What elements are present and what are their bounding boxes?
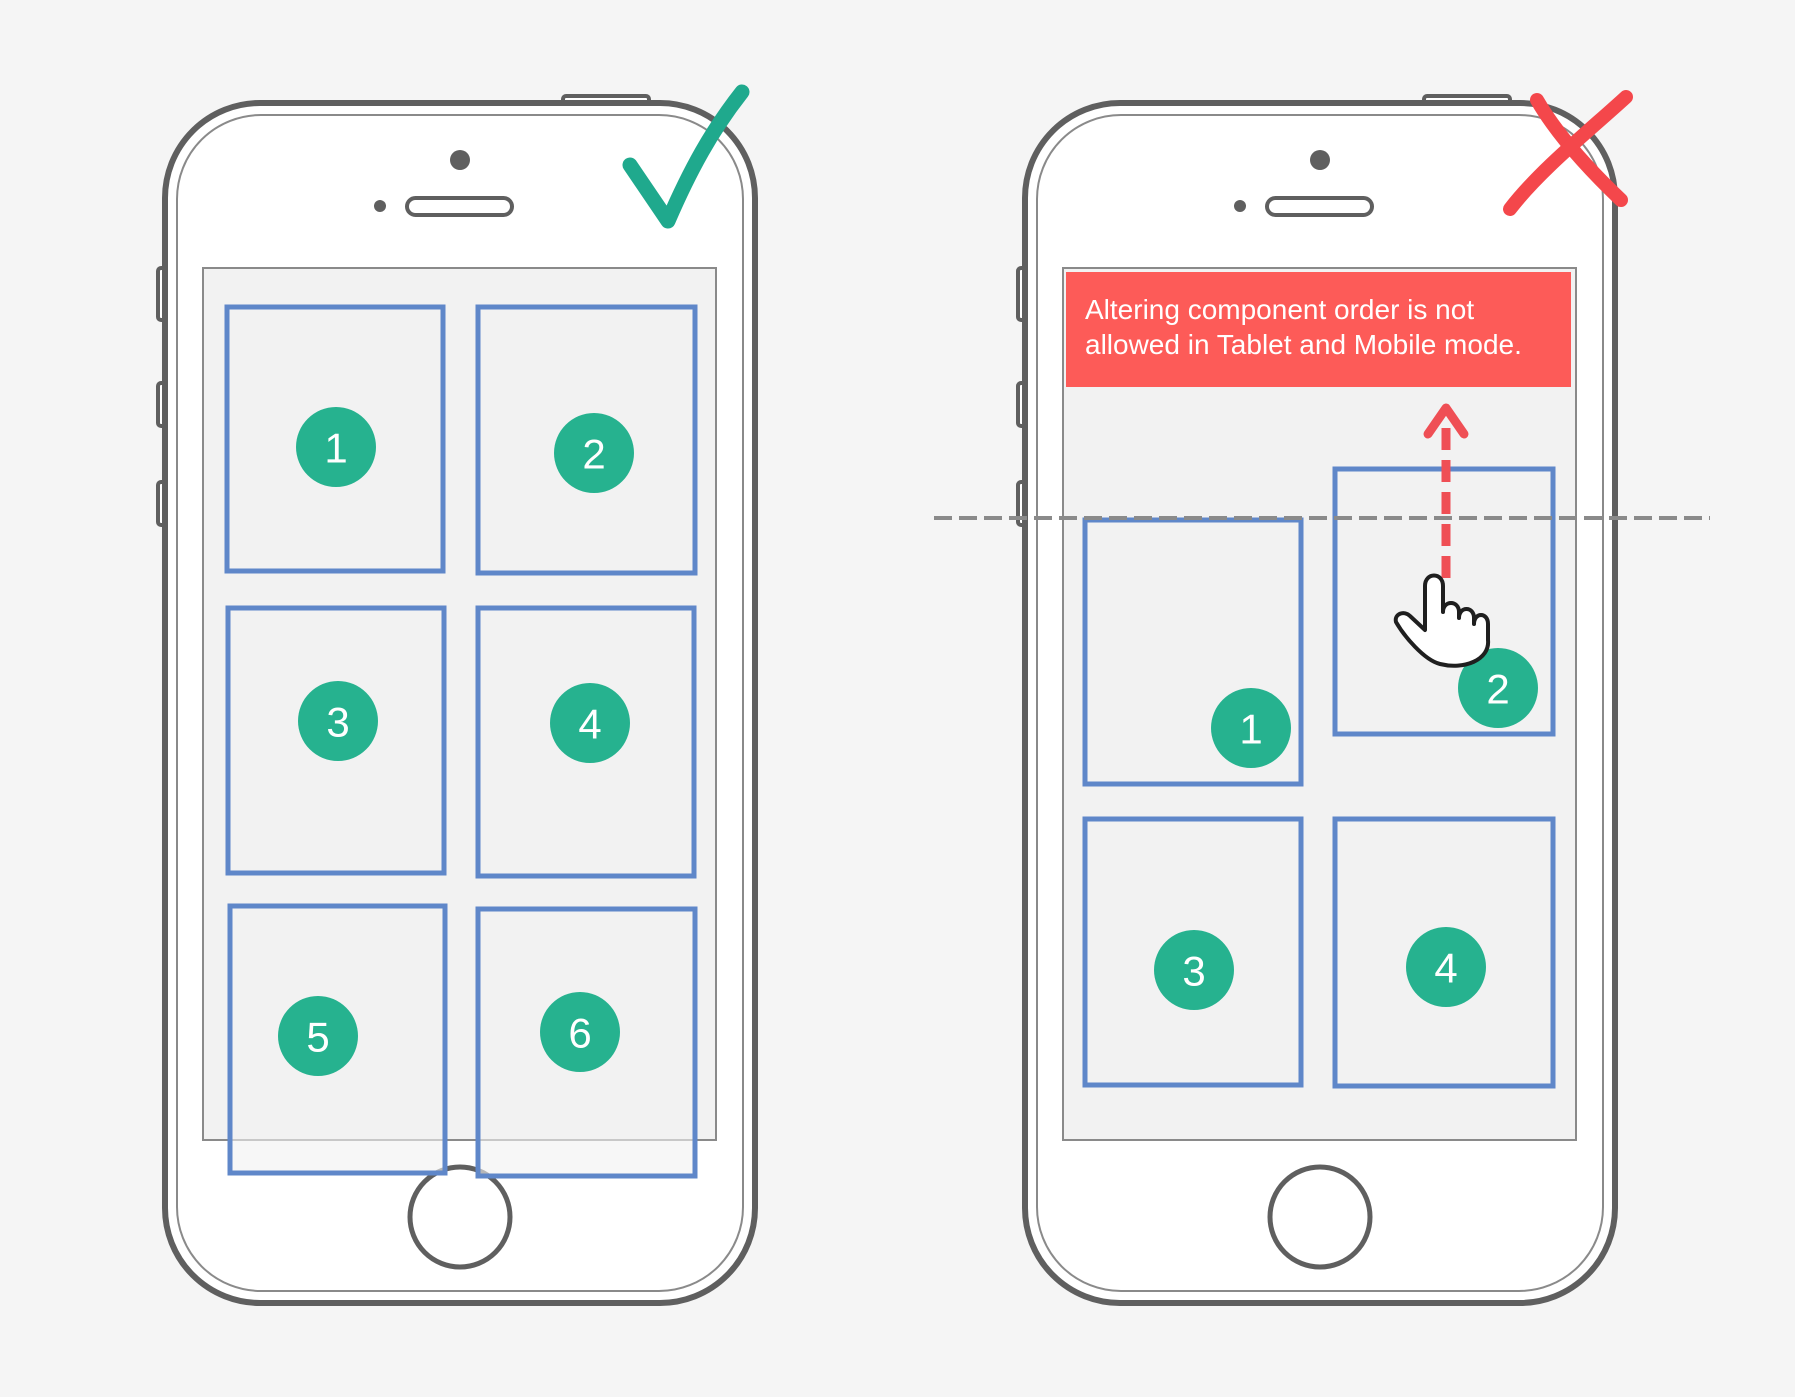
left-component-grid: 1 2 3 4 5 6	[224, 304, 698, 1179]
right-component-number-1: 1	[1239, 706, 1262, 753]
cross-mark-stroke-1	[1530, 93, 1628, 207]
right-component-badge-3	[1154, 930, 1234, 1010]
left-component-badge-3	[298, 681, 378, 761]
right-component-number-3: 3	[1182, 948, 1205, 995]
warning-text-line-1: Altering component order is not	[1085, 294, 1475, 325]
left-component-badge-1	[296, 407, 376, 487]
left-component-badge-2	[554, 413, 634, 493]
right-component-badge-4	[1406, 927, 1486, 1007]
right-component-grid: 1 2 3 4	[1082, 466, 1556, 1089]
right-component-badge-1	[1211, 688, 1291, 768]
left-component-number-2: 2	[582, 431, 605, 478]
left-phone-sensor	[374, 200, 386, 212]
warning-text-line-2: allowed in Tablet and Mobile mode.	[1085, 329, 1522, 360]
right-phone-sensor	[1234, 200, 1246, 212]
drag-direction-arrow	[1423, 403, 1469, 578]
left-phone-home-button[interactable]	[407, 1164, 513, 1270]
left-component-number-5: 5	[306, 1014, 329, 1061]
left-phone-front-camera	[450, 150, 470, 170]
check-mark-icon	[622, 84, 750, 229]
left-component-number-1: 1	[324, 425, 347, 472]
left-phone: 1 2 3 4 5 6	[156, 94, 758, 1306]
hand-pointer-icon	[1393, 573, 1491, 668]
right-phone: 1 2 3 4	[1016, 94, 1618, 1306]
left-phone-bezel	[176, 114, 744, 1292]
right-phone-bezel	[1036, 114, 1604, 1292]
warning-banner: Altering component order is not allowed …	[1066, 272, 1571, 387]
right-component-badge-2	[1458, 648, 1538, 728]
right-component-number-4: 4	[1434, 945, 1457, 992]
left-component-badge-4	[550, 683, 630, 763]
cross-mark-stroke-2	[1503, 90, 1633, 216]
cross-mark-icon	[1503, 90, 1633, 216]
left-component-box-1[interactable]	[224, 304, 446, 574]
left-component-number-4: 4	[578, 701, 601, 748]
right-phone-home-button[interactable]	[1267, 1164, 1373, 1270]
drag-arrow-head	[1423, 403, 1469, 439]
left-component-badge-6	[540, 992, 620, 1072]
left-component-number-6: 6	[568, 1010, 591, 1057]
right-phone-front-camera	[1310, 150, 1330, 170]
right-component-number-2: 2	[1486, 666, 1509, 713]
left-phone-speaker	[405, 196, 514, 217]
left-component-number-3: 3	[326, 699, 349, 746]
right-phone-speaker	[1265, 196, 1374, 217]
left-component-badge-5	[278, 996, 358, 1076]
